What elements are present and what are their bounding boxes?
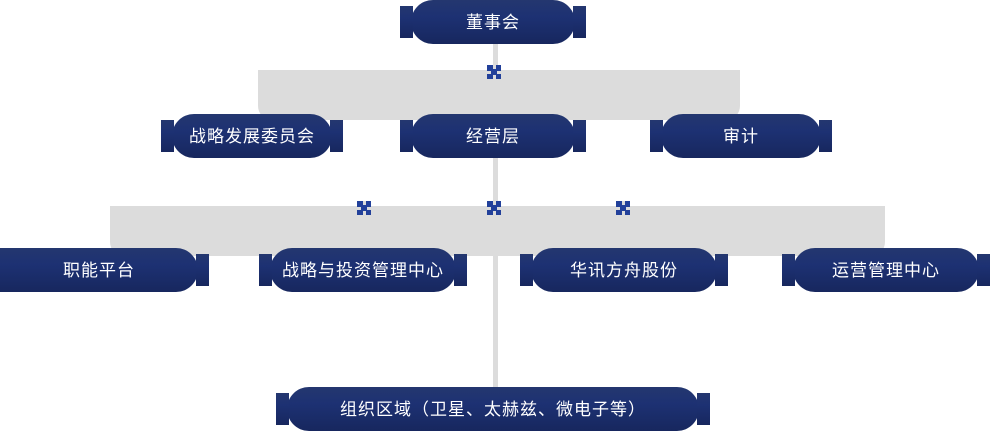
connector-node-board xyxy=(487,65,501,79)
connector-notch-left xyxy=(616,206,620,210)
org-node-functional-platform[interactable]: 职能平台 xyxy=(0,248,209,292)
connector-node-management-center xyxy=(487,201,501,215)
org-node-label: 审计 xyxy=(723,126,759,146)
connector-notch-right xyxy=(626,206,630,210)
connector-notch-left xyxy=(357,206,361,210)
org-node-label: 董事会 xyxy=(466,12,520,32)
org-node-management-layer[interactable]: 经营层 xyxy=(400,114,586,158)
connector-notch-right xyxy=(497,70,501,74)
org-node-label: 华讯方舟股份 xyxy=(570,260,678,280)
org-node-label: 职能平台 xyxy=(63,260,135,280)
connector-node-huaxun xyxy=(616,201,630,215)
connector-notch-left xyxy=(487,70,491,74)
connector-line-board-down xyxy=(493,42,498,72)
org-node-operation-management-center[interactable]: 运营管理中心 xyxy=(782,248,990,292)
org-node-audit[interactable]: 审计 xyxy=(650,114,832,158)
org-node-label: 战略发展委员会 xyxy=(189,126,315,146)
connector-line-huaxun-down xyxy=(493,256,498,391)
org-node-label: 运营管理中心 xyxy=(832,260,940,280)
org-node-board[interactable]: 董事会 xyxy=(400,0,586,44)
connector-notch-left xyxy=(487,206,491,210)
org-node-label: 战略与投资管理中心 xyxy=(282,260,444,280)
org-node-strategy-committee[interactable]: 战略发展委员会 xyxy=(161,114,343,158)
org-node-org-regions[interactable]: 组织区域（卫星、太赫兹、微电子等） xyxy=(276,387,710,431)
org-node-label: 经营层 xyxy=(466,126,520,146)
connector-notch-right xyxy=(367,206,371,210)
connector-line-management-down xyxy=(493,158,498,210)
org-node-strategy-investment-center[interactable]: 战略与投资管理中心 xyxy=(259,248,467,292)
connector-node-strategy-investment xyxy=(357,201,371,215)
org-node-label: 组织区域（卫星、太赫兹、微电子等） xyxy=(340,399,646,419)
connector-notch-right xyxy=(497,206,501,210)
org-node-huaxun-fangzhou[interactable]: 华讯方舟股份 xyxy=(520,248,728,292)
